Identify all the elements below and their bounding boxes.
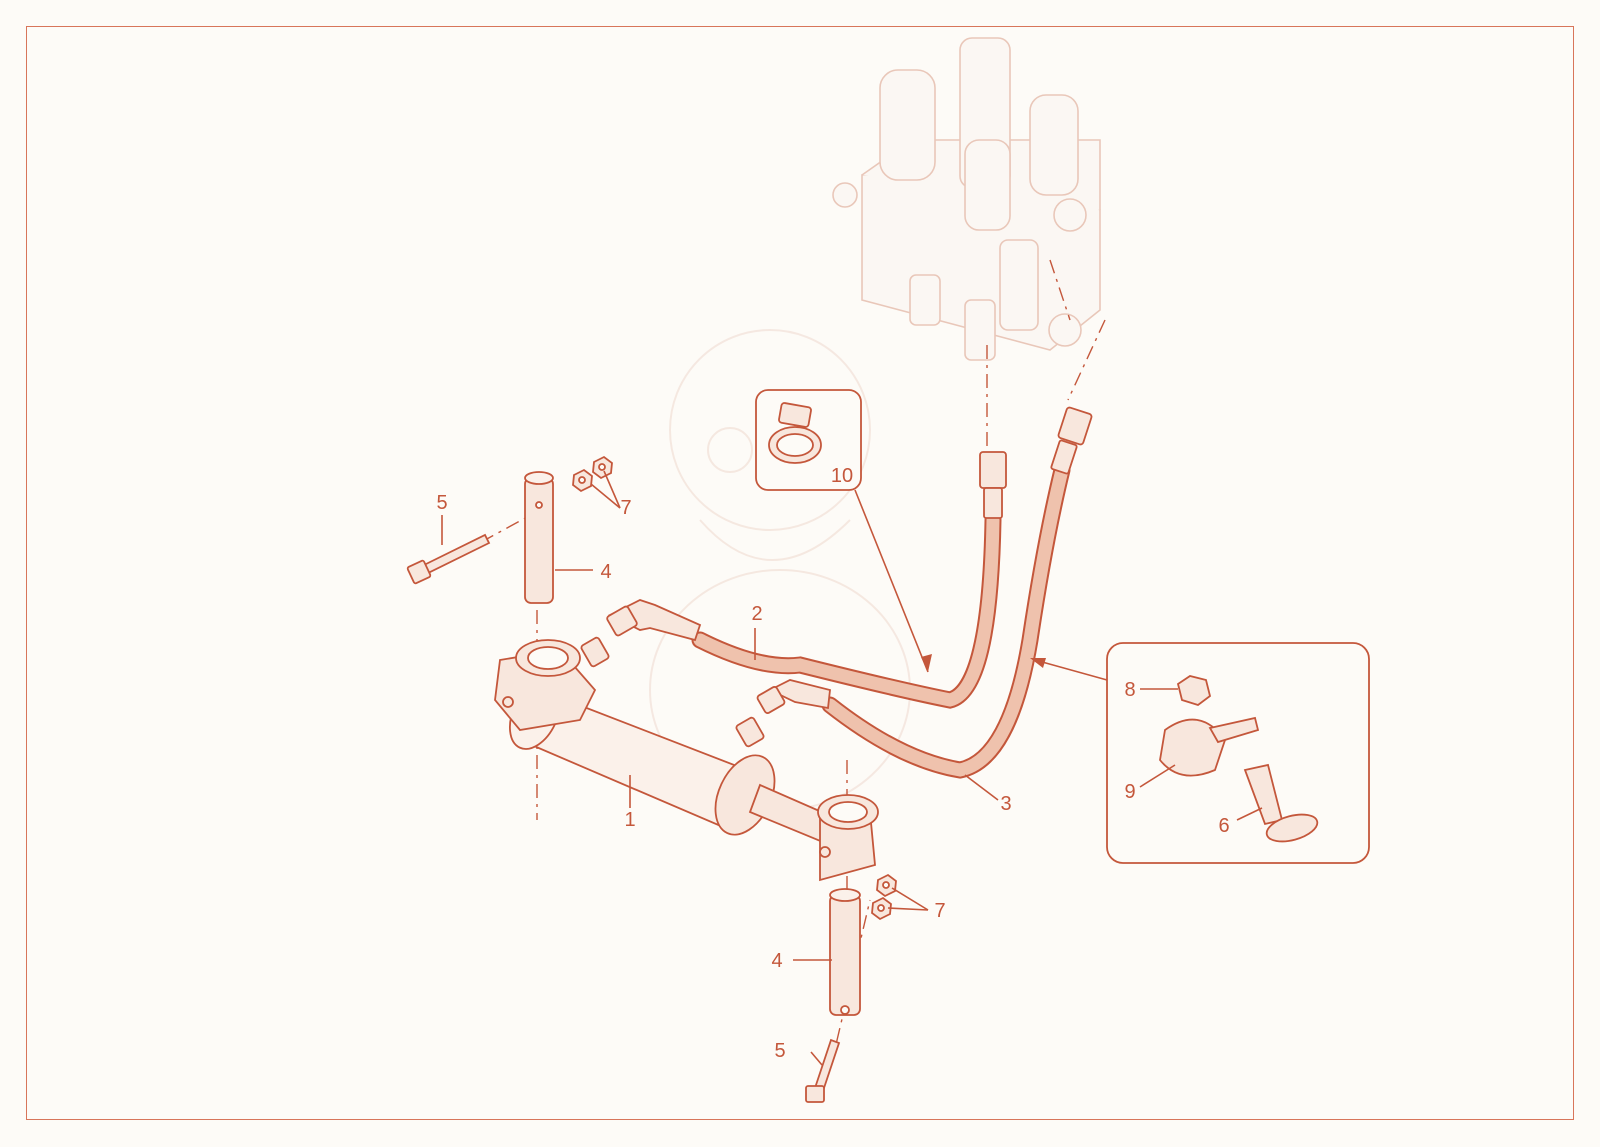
callout-1: 1	[624, 809, 635, 831]
callout-7-upper: 7	[620, 497, 631, 519]
callout-labels: 5 4 7 1 2 3 4 7 5 10 8 9 6	[436, 465, 1229, 1062]
callout-8: 8	[1124, 679, 1135, 701]
callout-7-lower: 7	[934, 900, 945, 922]
hose-2	[691, 511, 1002, 709]
callout-5-lower: 5	[774, 1040, 785, 1062]
nuts-upper	[572, 455, 613, 493]
callout-9: 9	[1124, 781, 1135, 803]
callout-6: 6	[1218, 815, 1229, 837]
callout-2: 2	[751, 603, 762, 625]
control-valve-block-ghost	[832, 37, 1101, 361]
bolt-upper	[406, 533, 491, 585]
callout-4-upper: 4	[600, 561, 611, 583]
detail-box-clip-assembly	[1106, 642, 1370, 864]
drawing-border	[26, 26, 1574, 1120]
hydraulic-cylinder	[494, 636, 879, 882]
pin-upper	[524, 471, 554, 604]
callout-4-lower: 4	[771, 950, 782, 972]
leader-lines	[441, 470, 1263, 1066]
callout-10: 10	[831, 465, 853, 487]
pin-lower	[829, 888, 861, 1016]
callout-3: 3	[1000, 793, 1011, 815]
bolt-lower	[805, 1038, 841, 1103]
callout-5-upper: 5	[436, 492, 447, 514]
nuts-lower	[871, 873, 897, 921]
hose-fittings	[606, 406, 1093, 714]
detail-box-hose-clamp	[755, 389, 862, 491]
hose-3	[821, 461, 1071, 779]
